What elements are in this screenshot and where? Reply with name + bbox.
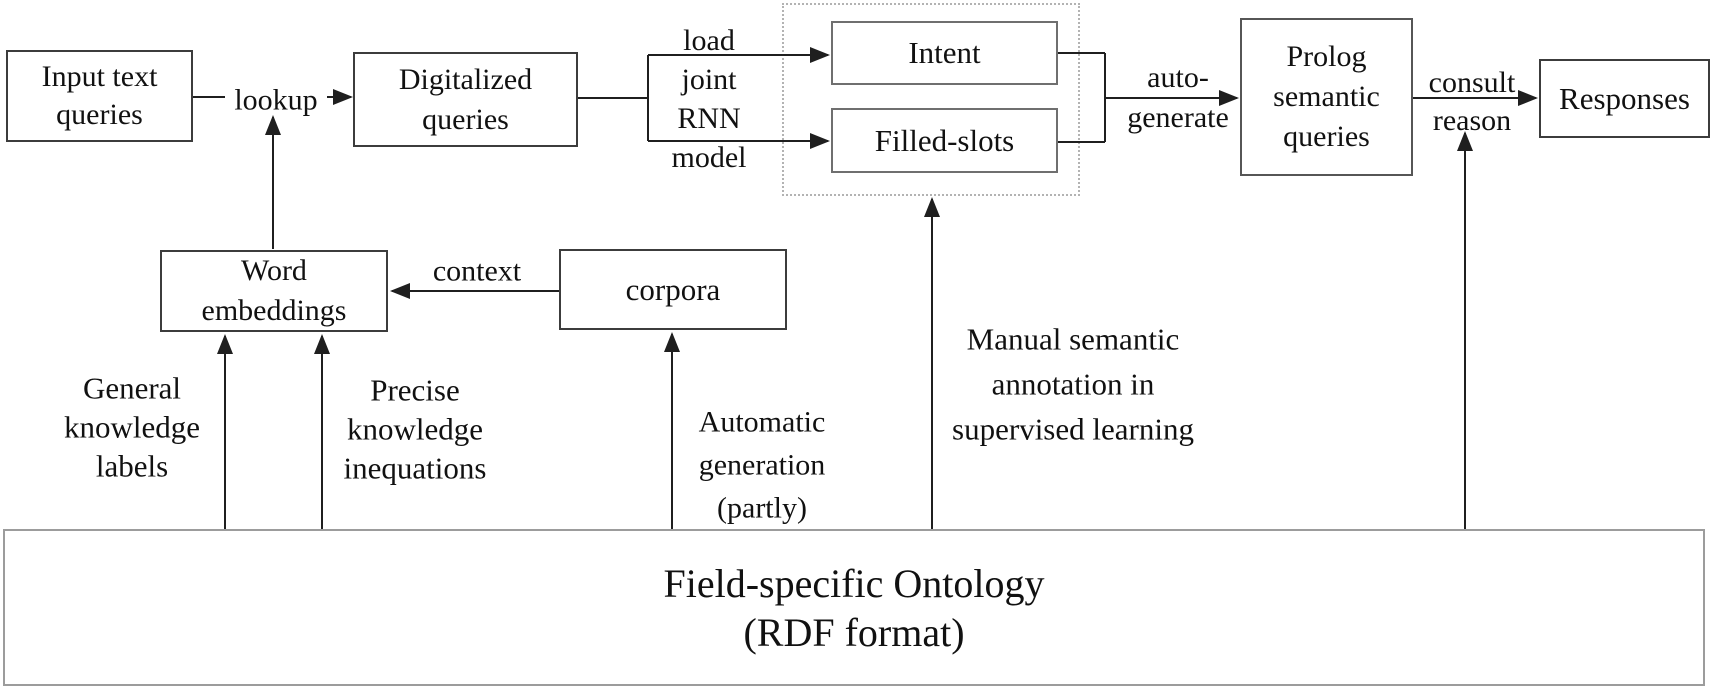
box-responses: Responses — [1539, 59, 1710, 138]
box-word-embeddings: Word embeddings — [160, 250, 388, 332]
box-corpora: corpora — [559, 249, 787, 330]
rnn-output-dotted-group — [782, 3, 1080, 196]
box-field-specific-ontology: Field-specific Ontology (RDF format) — [3, 529, 1705, 686]
box-filled-slots-label: Filled-slots — [874, 122, 1015, 158]
box-field-specific-ontology-label: Field-specific Ontology (RDF format) — [663, 560, 1045, 655]
box-filled-slots: Filled-slots — [831, 108, 1058, 173]
box-word-embeddings-label: Word embeddings — [201, 254, 347, 327]
box-intent: Intent — [831, 21, 1058, 85]
edge-label-auto-generate: auto- generate — [1127, 61, 1229, 134]
box-prolog-semantic-queries-label: Prolog semantic queries — [1273, 40, 1380, 153]
edge-label-automatic-generation-partly: Automatic generation (partly) — [698, 405, 826, 525]
box-corpora-label: corpora — [625, 271, 721, 307]
box-digitalized-queries-label: Digitalized queries — [398, 62, 533, 136]
edge-label-precise-knowledge-inequations: Precise knowledge inequations — [343, 372, 487, 486]
edge-label-consult-reason: consult reason — [1428, 66, 1516, 137]
box-input-text-queries: Input text queries — [6, 50, 193, 142]
box-digitalized-queries: Digitalized queries — [353, 52, 578, 147]
box-responses-label: Responses — [1559, 80, 1690, 116]
edge-label-lookup: lookup — [234, 83, 318, 117]
edge-label-general-knowledge-labels: General knowledge labels — [63, 370, 201, 484]
edge-label-manual-semantic-annotation: Manual semantic annotation in supervised… — [952, 321, 1194, 447]
box-input-text-queries-label: Input text queries — [41, 60, 158, 131]
box-prolog-semantic-queries: Prolog semantic queries — [1240, 18, 1413, 176]
box-intent-label: Intent — [908, 35, 981, 70]
edge-label-context: context — [432, 254, 522, 288]
edge-label-load-joint-rnn-model: load joint RNN model — [671, 24, 747, 174]
